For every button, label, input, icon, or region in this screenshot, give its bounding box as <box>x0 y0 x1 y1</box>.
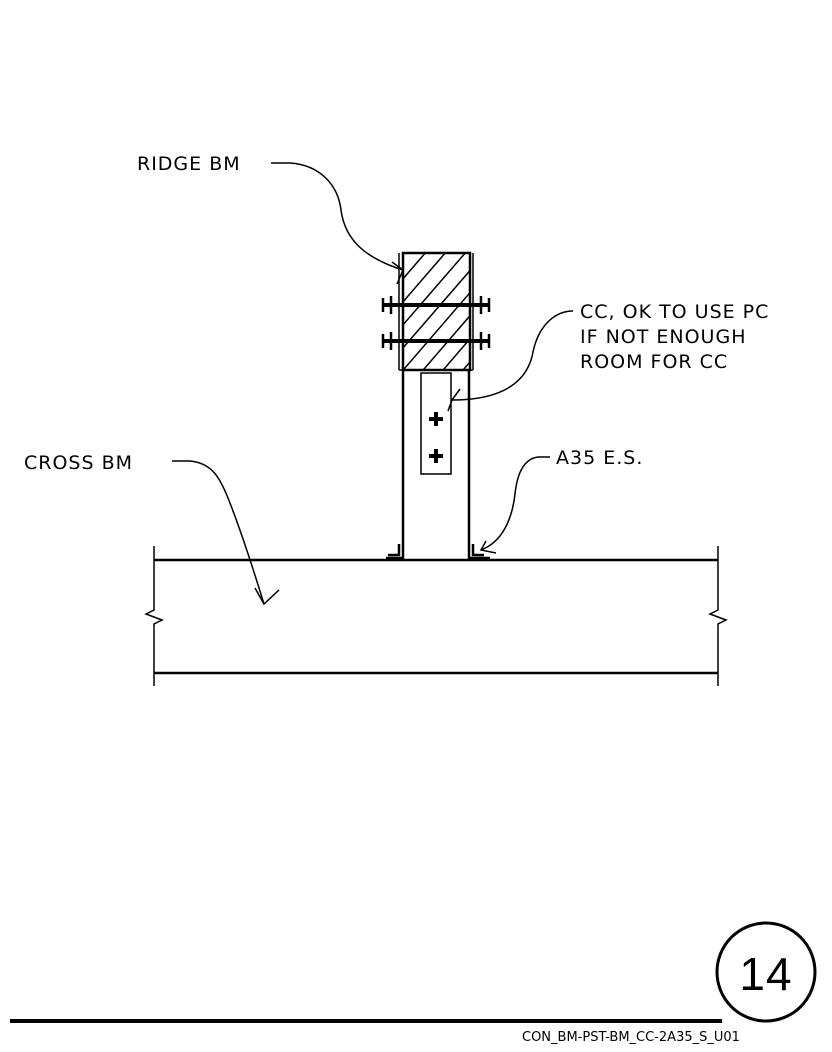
drawing-id: CON_BM-PST-BM_CC-2A35_S_U01 <box>522 1030 740 1045</box>
cross-beam-left-break-line <box>144 546 164 686</box>
detail-number: 14 <box>739 948 792 1000</box>
ridge-beam-label: RIDGE BM <box>137 153 241 175</box>
fastener-mark-lower <box>429 449 443 463</box>
ridge-beam-leader <box>271 162 404 285</box>
cross-beam-label: CROSS BM <box>24 452 133 474</box>
cross-beam-right-break-line <box>708 546 728 686</box>
detail-number-circle <box>715 921 817 1023</box>
ridge-beam-outline <box>401 251 472 372</box>
title-block: 14 CON_BM-PST-BM_CC-2A35_S_U01 <box>10 921 817 1045</box>
cap-lower-strap <box>420 372 452 475</box>
connector-note-line-3: ROOM FOR CC <box>580 351 728 373</box>
connector-leader <box>447 310 574 412</box>
angle-clip-label: A35 E.S. <box>556 447 643 469</box>
through-bolt-upper <box>381 296 491 314</box>
fastener-mark-upper <box>429 412 443 426</box>
angle-clip-right <box>469 544 490 560</box>
column-cap <box>398 253 474 475</box>
post <box>401 370 471 560</box>
cross-beam <box>144 546 728 686</box>
through-bolt-lower <box>381 332 491 350</box>
cross-beam-leader <box>172 460 280 606</box>
connector-note-line-2: IF NOT ENOUGH <box>580 326 746 348</box>
angle-clip-leader <box>479 456 550 554</box>
connector-note-line-1: CC, OK TO USE PC <box>580 301 769 323</box>
angle-clip-left <box>386 544 403 560</box>
